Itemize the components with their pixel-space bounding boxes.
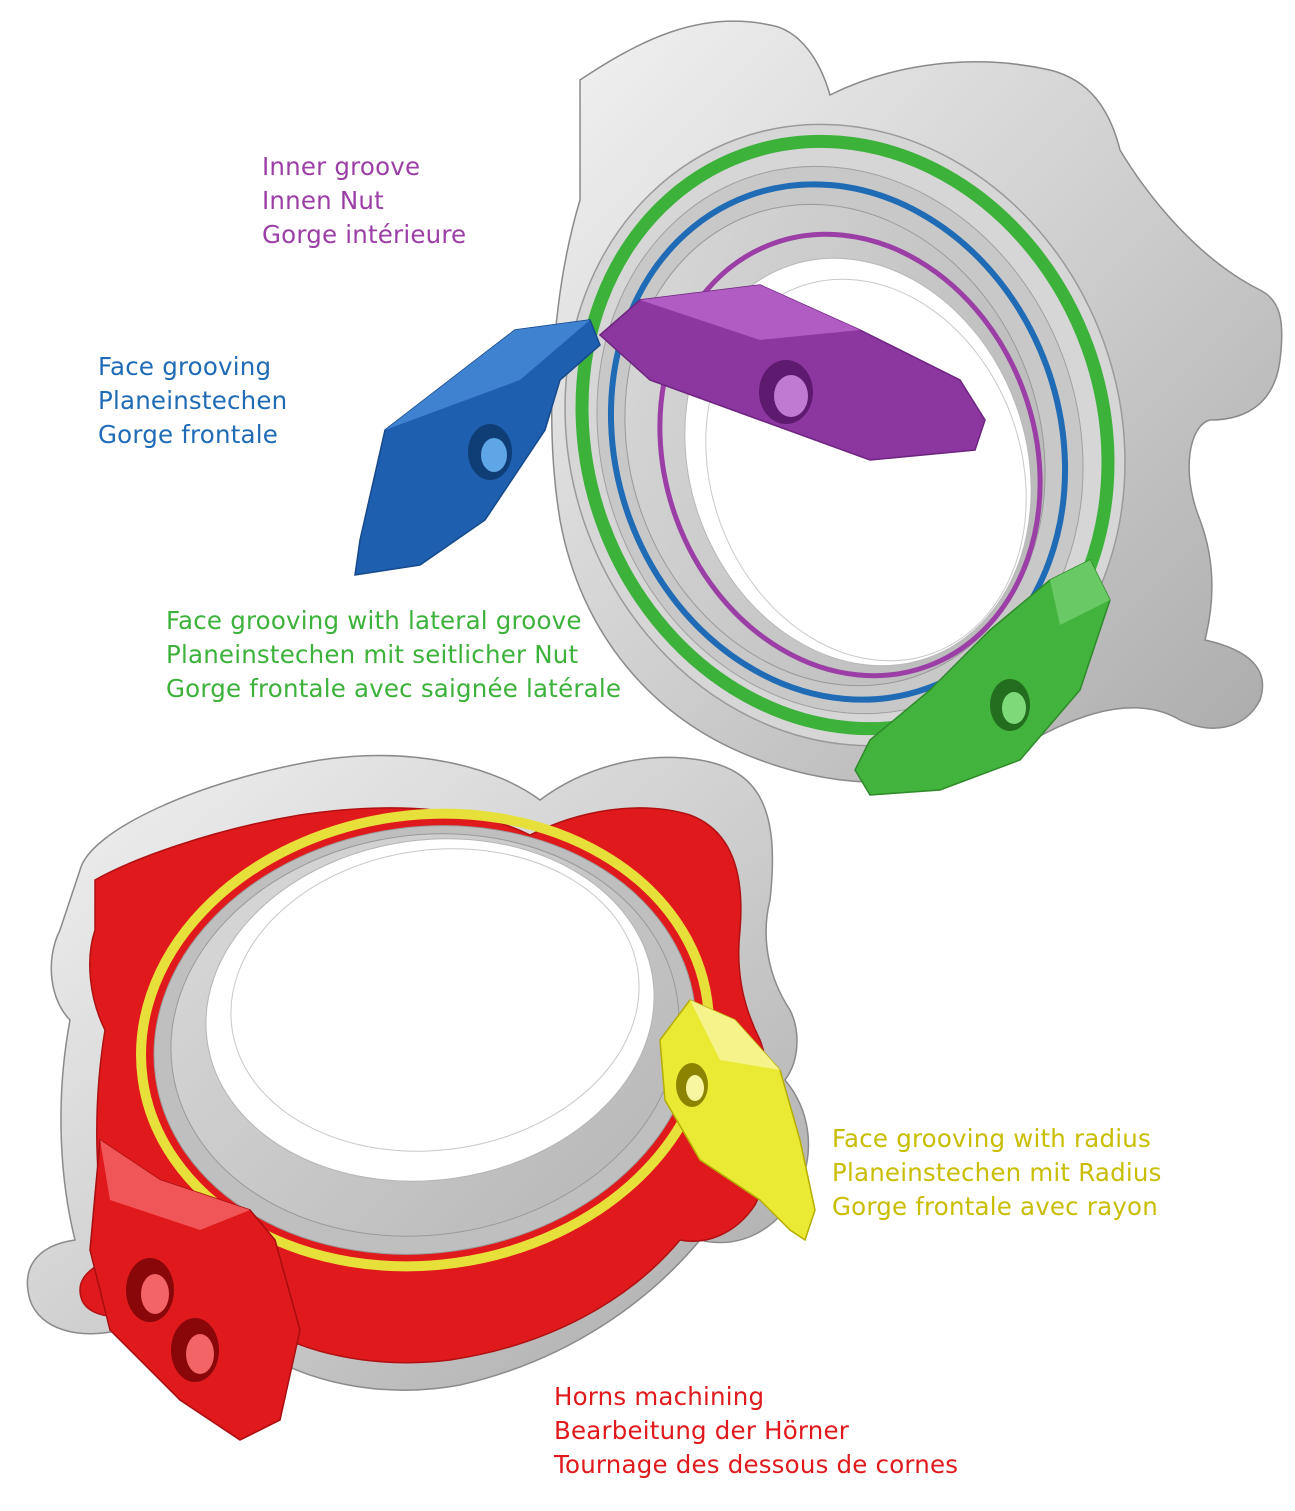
label-radius-fr: Gorge frontale avec rayon bbox=[832, 1190, 1162, 1224]
label-inner-groove: Inner groove Innen Nut Gorge intérieure bbox=[262, 150, 466, 252]
label-face-grooving-fr: Gorge frontale bbox=[98, 418, 287, 452]
label-radius: Face grooving with radius Planeinstechen… bbox=[832, 1122, 1162, 1224]
label-inner-groove-en: Inner groove bbox=[262, 150, 466, 184]
label-face-grooving-de: Planeinstechen bbox=[98, 384, 287, 418]
label-horns-en: Horns machining bbox=[554, 1380, 958, 1414]
label-horns-de: Bearbeitung der Hörner bbox=[554, 1414, 958, 1448]
label-face-grooving: Face grooving Planeinstechen Gorge front… bbox=[98, 350, 287, 452]
label-lateral-groove-fr: Gorge frontale avec saignée latérale bbox=[166, 672, 621, 706]
label-radius-en: Face grooving with radius bbox=[832, 1122, 1162, 1156]
label-inner-groove-fr: Gorge intérieure bbox=[262, 218, 466, 252]
label-horns-fr: Tournage des dessous de cornes bbox=[554, 1448, 958, 1482]
label-lateral-groove-de: Planeinstechen mit seitlicher Nut bbox=[166, 638, 621, 672]
label-horns: Horns machining Bearbeitung der Hörner T… bbox=[554, 1380, 958, 1482]
label-radius-de: Planeinstechen mit Radius bbox=[832, 1156, 1162, 1190]
label-inner-groove-de: Innen Nut bbox=[262, 184, 466, 218]
label-face-grooving-en: Face grooving bbox=[98, 350, 287, 384]
label-lateral-groove: Face grooving with lateral groove Planei… bbox=[166, 604, 621, 706]
label-lateral-groove-en: Face grooving with lateral groove bbox=[166, 604, 621, 638]
